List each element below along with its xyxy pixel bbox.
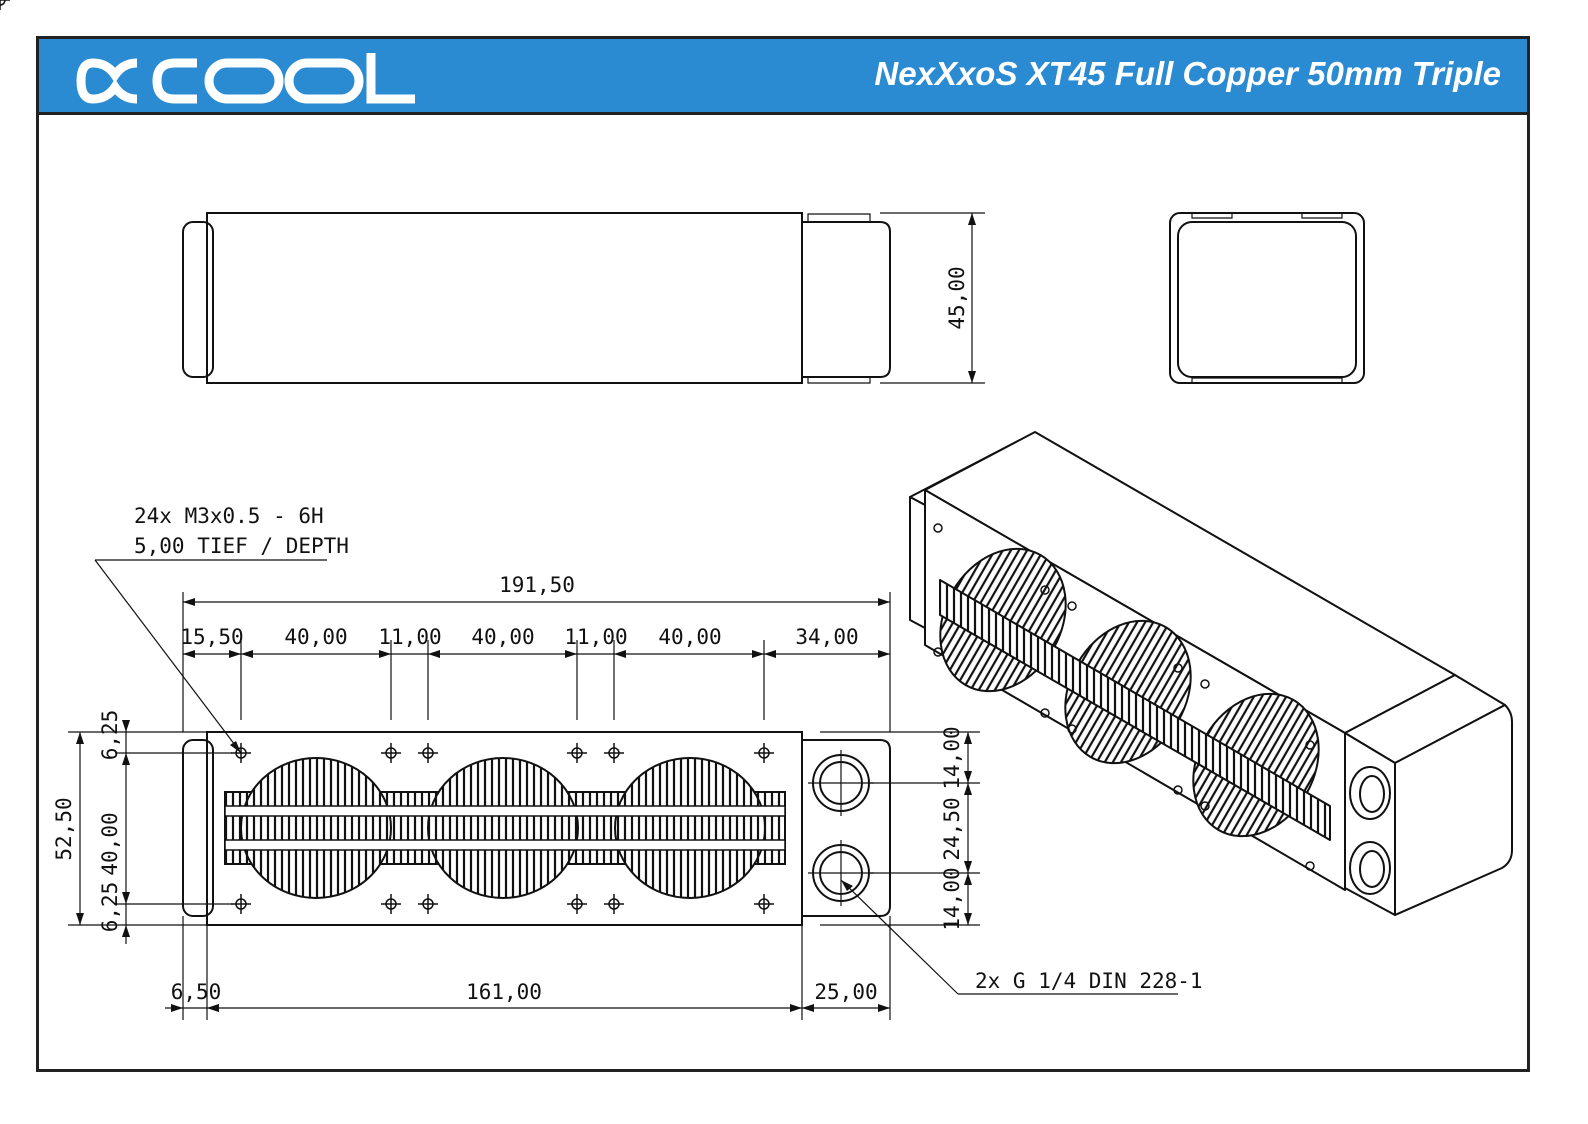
right-dimension-lines <box>820 731 980 926</box>
thread-callout-line1: 24x M3x0.5 - 6H <box>134 504 324 528</box>
dim-edge-top: 6,25 <box>98 710 122 761</box>
port-callout-text: 2x G 1/4 DIN 228-1 <box>975 969 1203 993</box>
ports <box>808 750 874 906</box>
thread-callout: 24x M3x0.5 - 6H 5,00 TIEF / DEPTH <box>94 504 349 754</box>
header-bar: ocool NexXxoS XT45 Full Copper 50mm Trip… <box>39 39 1527 115</box>
dimension-lines <box>182 592 891 732</box>
front-view <box>0 0 891 926</box>
dim-fan-spacing-2: 40,00 <box>471 625 534 649</box>
drawing-frame: ocool NexXxoS XT45 Full Copper 50mm Trip… <box>36 36 1530 1072</box>
dim-core-length: 161,00 <box>466 980 542 1004</box>
dim-offset-first: 15,50 <box>180 625 243 649</box>
left-dimension-lines <box>68 722 232 944</box>
dim-gap-2: 11,00 <box>564 625 627 649</box>
dim-fan-spacing-3: 40,00 <box>658 625 721 649</box>
dim-cap-left: 6,50 <box>171 980 222 1004</box>
dim-total-length: 191,50 <box>499 573 575 597</box>
dim-port-top: 14,00 <box>940 726 964 789</box>
dim-endtank-length: 25,00 <box>814 980 877 1004</box>
dim-end-offset: 34,00 <box>795 625 858 649</box>
dim-height-side: 45,00 <box>945 266 969 329</box>
dim-width-total: 52,50 <box>52 797 76 860</box>
isometric-view <box>909 431 1513 916</box>
dim-hole-span: 40,00 <box>98 812 122 875</box>
fin-core <box>224 757 786 899</box>
bottom-dimension-lines <box>165 916 891 1020</box>
dim-port-spacing: 24,50 <box>940 797 964 860</box>
dim-gap-1: 11,00 <box>378 625 441 649</box>
dimension-arrows <box>183 598 890 658</box>
product-title: NexXxoS XT45 Full Copper 50mm Triple <box>874 55 1501 92</box>
port-callout: 2x G 1/4 DIN 228-1 <box>840 879 1203 995</box>
end-view <box>1169 212 1365 384</box>
alphacool-logo: ocool <box>76 53 415 104</box>
dim-fan-spacing-1: 40,00 <box>284 625 347 649</box>
thread-callout-line2: 5,00 TIEF / DEPTH <box>134 534 349 558</box>
dim-port-bottom: 14,00 <box>940 867 964 930</box>
side-view: 45,00 <box>182 212 985 384</box>
dim-edge-bottom: 6,25 <box>98 882 122 933</box>
